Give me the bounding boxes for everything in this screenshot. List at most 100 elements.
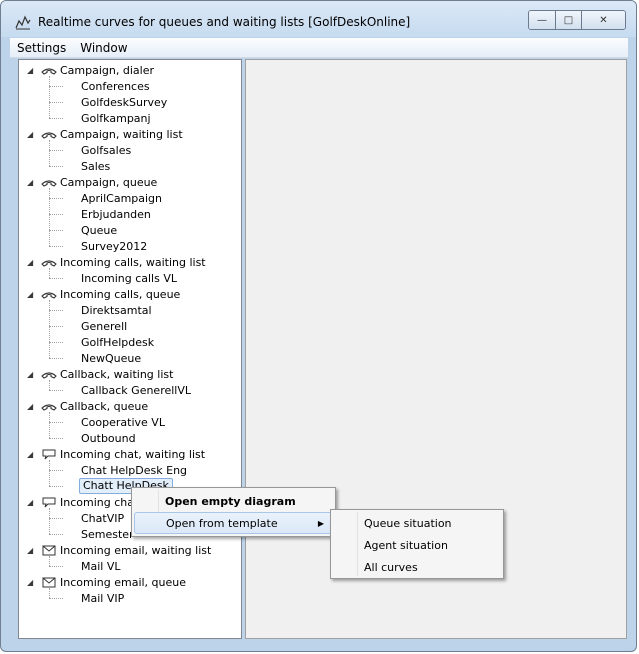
- all-curves-item[interactable]: All curves: [333, 556, 501, 578]
- tree-leaf[interactable]: Cooperative VL: [79, 414, 167, 430]
- expander-icon[interactable]: ◢: [27, 545, 34, 555]
- tree-connector: [49, 326, 63, 327]
- tree-leaf-label: GolfdeskSurvey: [81, 95, 168, 109]
- expander-icon[interactable]: ◢: [27, 449, 34, 459]
- expander-icon[interactable]: ◢: [27, 257, 34, 267]
- tree-node[interactable]: ◢ Incoming chat, waiting list: [27, 446, 205, 462]
- tree-node-label: Campaign, queue: [60, 175, 158, 189]
- tree-node-label: Incoming chat, waiting list: [60, 447, 206, 461]
- tree-node[interactable]: ◢Callback, queue: [27, 398, 148, 414]
- tree-leaf-label: GolfHelpdesk: [81, 335, 155, 349]
- expander-icon[interactable]: ◢: [27, 497, 34, 507]
- expander-icon[interactable]: ◢: [27, 177, 34, 187]
- tree-leaf[interactable]: Golfkampanj: [79, 110, 153, 126]
- tree-node[interactable]: ◢Incoming email, waiting list: [27, 542, 211, 558]
- tree-node[interactable]: ◢Incoming calls, waiting list: [27, 254, 206, 270]
- expander-icon[interactable]: ◢: [27, 401, 34, 411]
- close-button[interactable]: ✕: [582, 11, 625, 29]
- tree-connector: [49, 412, 50, 438]
- chat-queue-icon: [40, 495, 58, 509]
- submenu-gutter: [357, 512, 358, 576]
- tree-leaf[interactable]: Survey2012: [79, 238, 149, 254]
- tree-node[interactable]: ◢Campaign, dialer: [27, 62, 154, 78]
- tree-leaf[interactable]: Mail VL: [79, 558, 123, 574]
- context-menu: Open empty diagram Open from template ▶: [131, 487, 336, 537]
- tree-leaf[interactable]: Mail VIP: [79, 590, 126, 606]
- agent-situation-label: Agent situation: [364, 538, 448, 552]
- tree-connector: [49, 470, 63, 471]
- title-bar[interactable]: Realtime curves for queues and waiting l…: [1, 1, 636, 37]
- tree-leaf-label: AprilCampaign: [81, 191, 163, 205]
- tree-leaf[interactable]: Golfsales: [79, 142, 133, 158]
- expander-icon[interactable]: ◢: [27, 129, 34, 139]
- tree-node[interactable]: ◢ Incoming chat: [27, 494, 138, 510]
- tree-leaf[interactable]: Direktsamtal: [79, 302, 154, 318]
- tree-connector: [49, 246, 63, 247]
- tree-node[interactable]: ◢Campaign, waiting list: [27, 126, 183, 142]
- tree-connector: [49, 598, 63, 599]
- tree-connector: [49, 556, 50, 566]
- callback-queue-icon: [40, 399, 58, 413]
- campaign-queue-icon: [40, 175, 58, 189]
- tree-node[interactable]: ◢Incoming email, queue: [27, 574, 186, 590]
- tree-leaf-label: Erbjudanden: [81, 207, 151, 221]
- tree-leaf-label: Cooperative VL: [81, 415, 165, 429]
- callback-waiting-list-icon: [40, 367, 58, 381]
- tree-leaf-label: Incoming calls VL: [81, 271, 177, 285]
- tree-leaf[interactable]: Sales: [79, 158, 112, 174]
- tree-node-label: Incoming chat: [60, 495, 139, 509]
- expander-icon[interactable]: ◢: [27, 289, 34, 299]
- tree-leaf-label: Semester: [81, 527, 134, 541]
- tree-connector: [49, 118, 63, 119]
- tree-connector: [49, 300, 50, 358]
- tree-leaf[interactable]: Semester: [79, 526, 136, 542]
- tree-connector: [49, 76, 50, 118]
- tree-leaf-label: Mail VIP: [81, 591, 125, 605]
- template-submenu: Queue situation Agent situation All curv…: [330, 509, 504, 579]
- tree-node[interactable]: ◢ Campaign, queue: [27, 174, 157, 190]
- tree-leaf[interactable]: Generell: [79, 318, 129, 334]
- window-title: Realtime curves for queues and waiting l…: [38, 15, 411, 29]
- tree-leaf[interactable]: Queue: [79, 222, 119, 238]
- tree-leaf[interactable]: ChatVIP: [79, 510, 126, 526]
- queue-situation-item[interactable]: Queue situation: [333, 512, 501, 534]
- tree-leaf-label: Outbound: [81, 431, 136, 445]
- tree-connector: [49, 268, 50, 278]
- queue-situation-label: Queue situation: [364, 516, 452, 530]
- tree-leaf[interactable]: GolfHelpdesk: [79, 334, 156, 350]
- maximize-button[interactable]: □: [556, 11, 582, 29]
- tree-node[interactable]: ◢Callback, waiting list: [27, 366, 173, 382]
- expander-icon[interactable]: ◢: [27, 369, 34, 379]
- expander-icon[interactable]: ◢: [27, 65, 34, 75]
- submenu-arrow-icon: ▶: [317, 518, 324, 528]
- tree-connector: [49, 188, 50, 246]
- tree-leaf[interactable]: AprilCampaign: [79, 190, 164, 206]
- tree-leaf[interactable]: Conferences: [79, 78, 152, 94]
- tree-node[interactable]: ◢ Incoming calls, queue: [27, 286, 180, 302]
- campaign-waiting-list-icon: [40, 127, 58, 141]
- tree-leaf-label: Mail VL: [81, 559, 121, 573]
- tree-leaf[interactable]: Incoming calls VL: [79, 270, 179, 286]
- tree-connector: [49, 278, 63, 279]
- open-empty-diagram-item[interactable]: Open empty diagram: [134, 490, 333, 512]
- tree-leaf[interactable]: NewQueue: [79, 350, 143, 366]
- minimize-button[interactable]: —: [529, 11, 556, 29]
- tree-connector: [49, 508, 50, 534]
- tree-leaf-label: Survey2012: [81, 239, 148, 253]
- tree-leaf[interactable]: Callback GenerellVL: [79, 382, 193, 398]
- tree-connector: [49, 102, 63, 103]
- expander-icon[interactable]: ◢: [27, 577, 34, 587]
- tree-leaf[interactable]: Chat HelpDesk Eng: [79, 462, 189, 478]
- tree-leaf[interactable]: Outbound: [79, 430, 138, 446]
- tree-connector: [49, 380, 50, 390]
- tree-node-label: Incoming calls, queue: [60, 287, 181, 301]
- menu-window[interactable]: Window: [80, 41, 128, 55]
- agent-situation-item[interactable]: Agent situation: [333, 534, 501, 556]
- open-from-template-item[interactable]: Open from template ▶: [134, 512, 333, 534]
- tree-leaf[interactable]: Erbjudanden: [79, 206, 153, 222]
- menu-settings[interactable]: Settings: [17, 41, 67, 55]
- tree-leaf-label: ChatVIP: [81, 511, 125, 525]
- tree-leaf[interactable]: GolfdeskSurvey: [79, 94, 169, 110]
- tree-connector: [49, 422, 63, 423]
